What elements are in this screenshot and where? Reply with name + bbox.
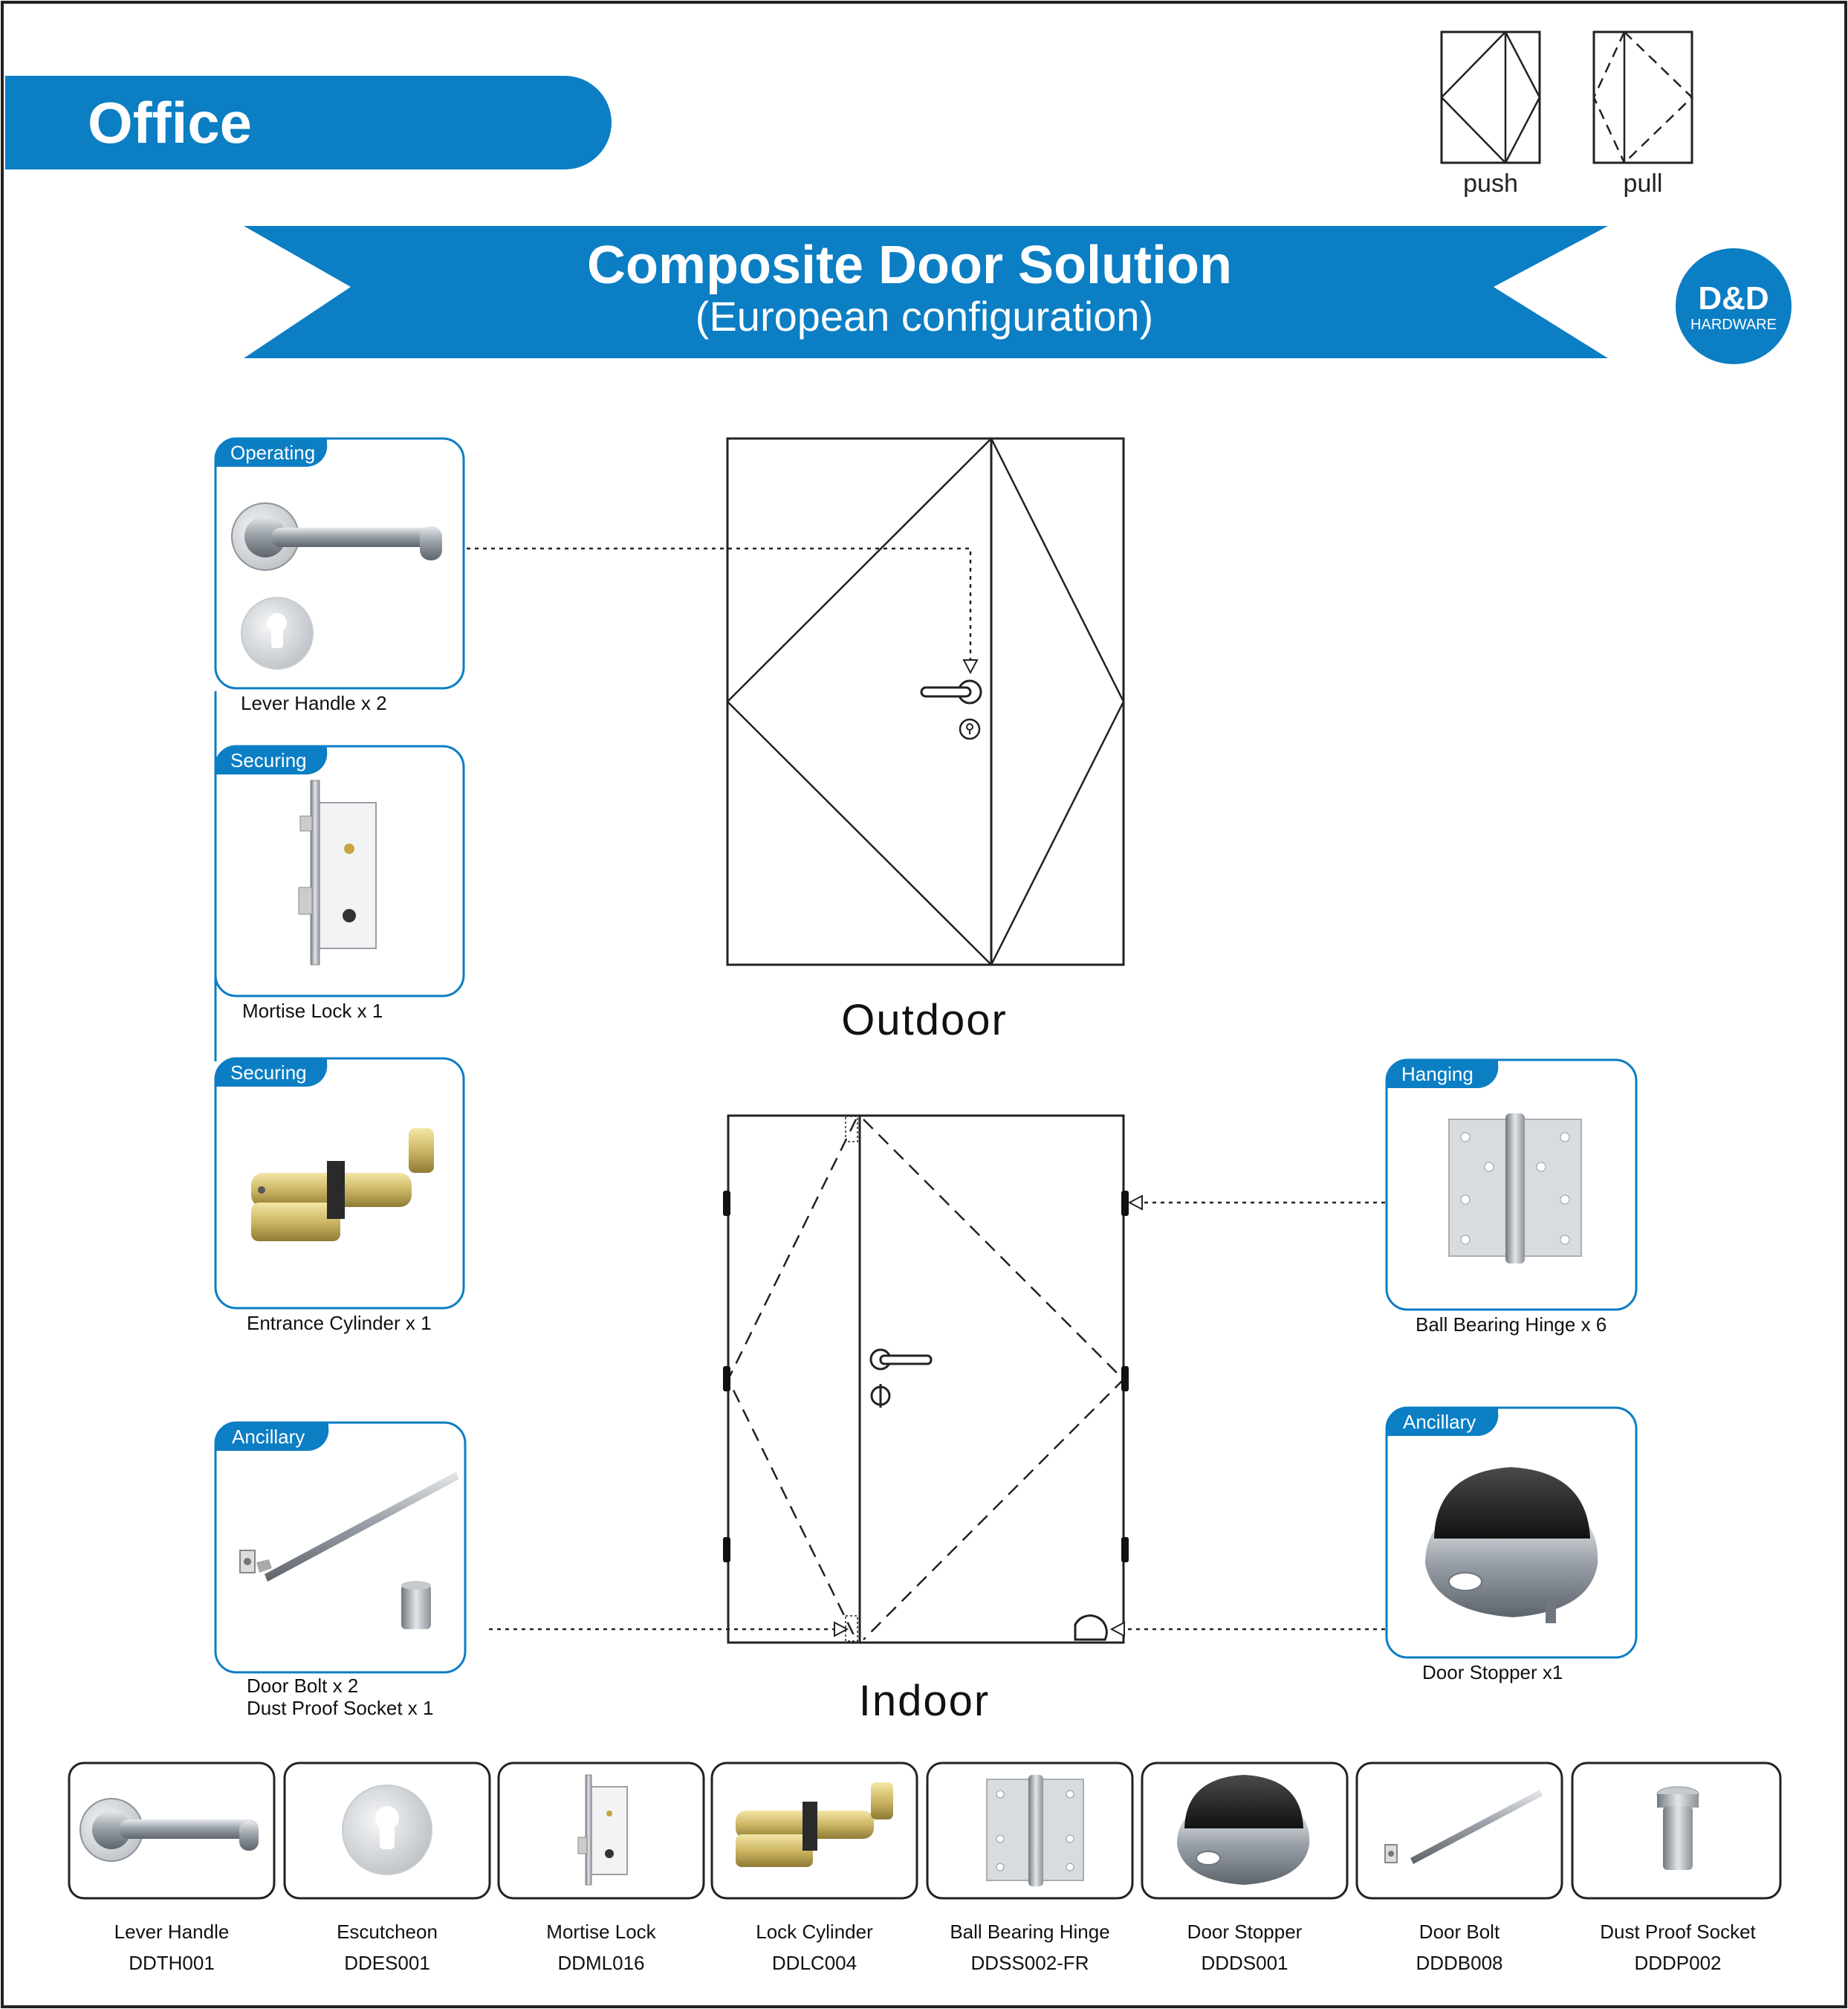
door-stopper-icon [1177, 1775, 1310, 1885]
product-card: Escutcheon DDES001 [283, 1761, 491, 1974]
escutcheon-icon [342, 1785, 432, 1875]
callout-door-stopper: Ancillary Door Stopper x1 [1385, 1406, 1638, 1683]
product-name: Ball Bearing Hinge [950, 1921, 1109, 1943]
lock-cylinder-icon [251, 1128, 434, 1241]
product-card: Door Stopper DDDS001 [1141, 1761, 1349, 1974]
title-banner: Composite Door Solution (European config… [244, 226, 1608, 358]
product-name: Dust Proof Socket [1600, 1921, 1756, 1943]
callout-caption: Mortise Lock x 1 [242, 1000, 383, 1022]
outdoor-label: Outdoor [841, 996, 1008, 1044]
callout-door-bolt: Ancillary Door Bolt x 2 Dust Proof Socke… [214, 1421, 467, 1719]
callout-caption: Entrance Cylinder x 1 [247, 1312, 432, 1334]
callout-category: Hanging [1401, 1063, 1473, 1085]
lever-handle-icon [80, 1798, 259, 1862]
leader-lines [467, 547, 1385, 1637]
door-bolt-icon [1384, 1790, 1543, 1864]
hinge-icon [986, 1775, 1084, 1886]
brand-logo: D&D HARDWARE [1676, 248, 1792, 364]
product-code: DDES001 [344, 1952, 430, 1974]
product-card: Ball Bearing Hinge DDSS002-FR [926, 1761, 1134, 1974]
product-code: DDDB008 [1416, 1952, 1502, 1974]
svg-text:HARDWARE: HARDWARE [1690, 317, 1777, 333]
page-subtitle: (European configuration) [696, 293, 1153, 340]
dust-socket-icon [1656, 1786, 1699, 1870]
push-icon [1440, 30, 1541, 164]
dust-socket-icon [401, 1581, 431, 1629]
callout-cylinder: Securing Entrance Cylinder x 1 [214, 1057, 465, 1334]
product-card: Lock Cylinder DDLC004 [710, 1761, 918, 1974]
thumbturn-icon [870, 1384, 891, 1408]
section-tab: Office [5, 76, 612, 169]
product-code: DDDS001 [1201, 1952, 1288, 1974]
pull-label: pull [1624, 169, 1663, 198]
callout-caption: Ball Bearing Hinge x 6 [1416, 1313, 1607, 1336]
callout-lever-handle: Operating Lever Handle x 2 [214, 437, 465, 714]
product-code: DDLC004 [772, 1952, 857, 1974]
product-code: DDML016 [557, 1952, 644, 1974]
escutcheon-icon [241, 597, 314, 670]
callout-caption: Door Bolt x 2 [247, 1675, 358, 1697]
mortise-lock-icon [298, 780, 377, 965]
callout-category: Securing [230, 749, 307, 771]
product-code: DDDP002 [1634, 1952, 1721, 1974]
product-card: Lever Handle DDTH001 [68, 1761, 276, 1974]
product-name: Lock Cylinder [756, 1921, 873, 1943]
product-card: Door Bolt DDDB008 [1355, 1761, 1563, 1974]
callout-caption: Dust Proof Socket x 1 [247, 1697, 433, 1719]
product-card: Mortise Lock DDML016 [497, 1761, 705, 1974]
lever-handle-icon [869, 1348, 933, 1371]
product-strip: Lever Handle DDTH001 Escutcheon DDES001 [68, 1761, 1782, 1974]
product-code: DDSS002-FR [971, 1952, 1089, 1974]
callout-hinge: Hanging Ball Bearing Hinge x 6 [1385, 1058, 1638, 1336]
callout-category: Securing [230, 1061, 307, 1084]
indoor-label: Indoor [859, 1677, 990, 1725]
callout-caption: Lever Handle x 2 [241, 692, 387, 714]
swing-legend: push pull [1440, 30, 1693, 198]
lock-cylinder-icon [736, 1782, 893, 1867]
callout-category: Ancillary [1403, 1411, 1476, 1433]
product-name: Escutcheon [337, 1921, 438, 1943]
product-name: Lever Handle [114, 1921, 230, 1943]
product-code: DDTH001 [129, 1952, 215, 1974]
outdoor-door [726, 437, 1125, 966]
mortise-lock-icon [577, 1774, 628, 1886]
page-title: Composite Door Solution [587, 236, 1232, 295]
pull-icon [1592, 30, 1693, 164]
door-bolt-icon [239, 1472, 459, 1582]
section-label: Office [88, 90, 252, 155]
lever-handle-icon [920, 679, 982, 705]
indoor-door [723, 1114, 1129, 1644]
callout-mortise-lock: Securing Mortise Lock x 1 [214, 745, 465, 1022]
keyhole-icon [959, 718, 981, 740]
product-name: Mortise Lock [546, 1921, 656, 1943]
callout-category: Operating [230, 441, 315, 464]
push-label: push [1463, 169, 1518, 198]
hinge-icon [723, 1191, 1129, 1562]
product-card: Dust Proof Socket DDDP002 [1571, 1761, 1782, 1974]
product-name: Door Stopper [1187, 1921, 1303, 1943]
door-stopper-icon [1425, 1467, 1598, 1623]
hinge-icon [1448, 1113, 1582, 1264]
product-name: Door Bolt [1419, 1921, 1500, 1943]
callout-caption: Door Stopper x1 [1422, 1661, 1563, 1683]
callout-category: Ancillary [232, 1426, 305, 1448]
lever-handle-icon [231, 502, 442, 571]
door-stopper-icon [1074, 1614, 1108, 1641]
svg-text:D&D: D&D [1698, 280, 1768, 317]
